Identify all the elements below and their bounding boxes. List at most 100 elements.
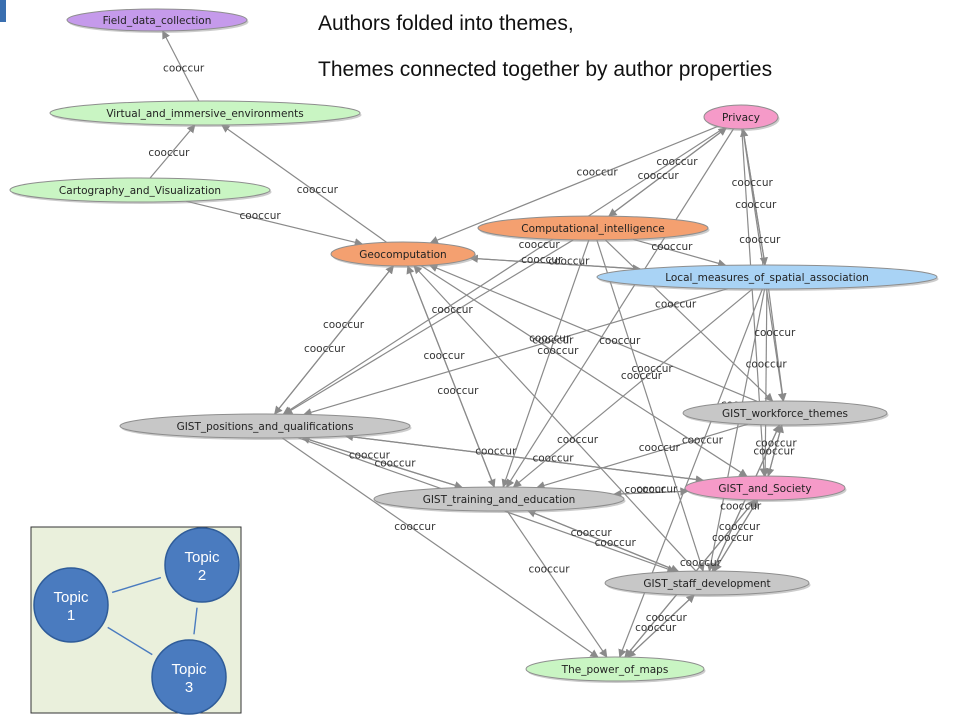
edge-compint-to-local	[632, 238, 727, 268]
node-workforce[interactable]: GIST_workforce_themes	[682, 400, 889, 427]
node-privacy[interactable]: Privacy	[703, 104, 780, 131]
node-label: GIST_and_Society	[718, 483, 811, 495]
topic-link-t1-t2	[111, 576, 162, 594]
node-label: Computational_intelligence	[521, 223, 664, 235]
edge-label: cooccur	[638, 170, 680, 182]
node-virtual[interactable]: Virtual_and_immersive_environments	[49, 100, 362, 127]
edge-label: cooccur	[148, 147, 190, 159]
edge-local-to-power	[618, 288, 763, 658]
node-ellipse	[66, 8, 248, 32]
edge-staff-to-training	[527, 509, 679, 573]
node-ellipse	[373, 486, 625, 512]
edge-label: cooccur	[651, 241, 693, 253]
edge-society-to-positions	[344, 432, 704, 481]
node-ellipse	[119, 413, 411, 439]
node-ellipse	[525, 656, 705, 682]
topic-link-t2-t3	[193, 607, 198, 635]
edge-label: cooccur	[646, 612, 688, 624]
edge-compint-to-training	[501, 239, 590, 488]
node-training[interactable]: GIST_training_and_education	[373, 486, 626, 513]
edge-label: cooccur	[595, 537, 637, 549]
edge-local-to-training	[512, 288, 753, 488]
node-ellipse	[596, 264, 938, 290]
edge-label: cooccur	[374, 458, 416, 470]
edge-label: cooccur	[349, 450, 391, 462]
node-label: Virtual_and_immersive_environments	[106, 108, 303, 120]
topic-label-line1: Topic	[171, 661, 207, 678]
edge-label: cooccur	[599, 335, 641, 347]
node-ellipse	[330, 241, 476, 267]
node-ellipse	[682, 400, 888, 426]
node-label: GIST_workforce_themes	[722, 408, 848, 420]
edge-label: cooccur	[639, 442, 681, 454]
edge-training-to-geocomp	[406, 265, 495, 488]
node-ellipse	[477, 215, 709, 241]
edge-labels-layer: cooccurcooccurcooccurcooccurcooccurcoocc…	[148, 63, 797, 634]
headline-line-2: Themes connected together by author prop…	[318, 58, 773, 81]
edge-training-to-power	[506, 510, 608, 658]
headline-line-1: Authors folded into themes,	[318, 12, 574, 35]
edge-compint-to-privacy	[608, 127, 727, 217]
edge-compint-to-positions	[283, 239, 574, 415]
edge-training-to-positions	[301, 435, 463, 489]
node-ellipse	[703, 104, 779, 130]
edge-workforce-to-geocomp	[428, 264, 758, 403]
edge-label: cooccur	[753, 446, 795, 458]
edge-label: cooccur	[621, 370, 663, 382]
node-power[interactable]: The_power_of_maps	[525, 656, 706, 683]
edge-carto-to-virtual	[149, 124, 196, 179]
edge-label: cooccur	[624, 484, 666, 496]
edge-label: cooccur	[548, 255, 590, 267]
edge-positions-to-power	[281, 437, 599, 658]
edge-label: cooccur	[297, 184, 339, 196]
edge-label: cooccur	[656, 156, 698, 168]
topic-label-line2: 1	[67, 607, 75, 624]
edge-label: cooccur	[323, 319, 365, 331]
edge-workforce-to-training	[536, 423, 749, 490]
edge-label: cooccur	[746, 359, 788, 371]
edge-compint-to-staff	[596, 239, 705, 572]
node-compint[interactable]: Computational_intelligence	[477, 215, 710, 242]
node-society[interactable]: GIST_and_Society	[684, 475, 847, 502]
edge-local-to-privacy	[740, 128, 766, 266]
edge-label: cooccur	[735, 199, 777, 211]
topic-circle	[151, 639, 227, 715]
node-positions[interactable]: GIST_positions_and_qualifications	[119, 413, 412, 440]
node-field[interactable]: Field_data_collection	[66, 8, 249, 33]
edge-label: cooccur	[739, 234, 781, 246]
edge-label: cooccur	[532, 335, 574, 347]
node-label: Cartography_and_Visualization	[59, 185, 221, 197]
edge-local-to-staff	[706, 288, 766, 572]
edge-positions-to-geocomp	[274, 265, 394, 415]
edge-local-to-society	[760, 288, 770, 477]
edge-label: cooccur	[532, 453, 574, 465]
edge-label: cooccur	[304, 343, 346, 355]
edge-label: cooccur	[712, 532, 754, 544]
node-local[interactable]: Local_measures_of_spatial_association	[596, 264, 939, 291]
edge-virtual-to-field	[162, 30, 200, 102]
edge-privacy-to-training	[506, 128, 735, 488]
topic-circle	[164, 527, 240, 603]
node-label: Local_measures_of_spatial_association	[665, 272, 869, 284]
edge-geocomp-to-local	[470, 257, 642, 273]
edge-label: cooccur	[432, 304, 474, 316]
node-geocomp[interactable]: Geocomputation	[330, 241, 477, 268]
node-staff[interactable]: GIST_staff_development	[604, 570, 811, 597]
edge-label: cooccur	[719, 521, 761, 533]
node-ellipse	[9, 177, 271, 203]
edge-label: cooccur	[475, 446, 517, 458]
node-ellipse	[49, 100, 361, 126]
edge-privacy-to-geocomp	[429, 125, 719, 244]
edge-label: cooccur	[521, 254, 563, 266]
edge-geocomp-to-virtual	[221, 124, 387, 243]
edge-power-to-staff	[627, 594, 695, 658]
node-carto[interactable]: Cartography_and_Visualization	[9, 177, 272, 204]
edge-label: cooccur	[756, 437, 798, 449]
edge-label: cooccur	[571, 527, 613, 539]
node-ellipse	[604, 570, 810, 596]
edge-label: cooccur	[423, 350, 465, 362]
